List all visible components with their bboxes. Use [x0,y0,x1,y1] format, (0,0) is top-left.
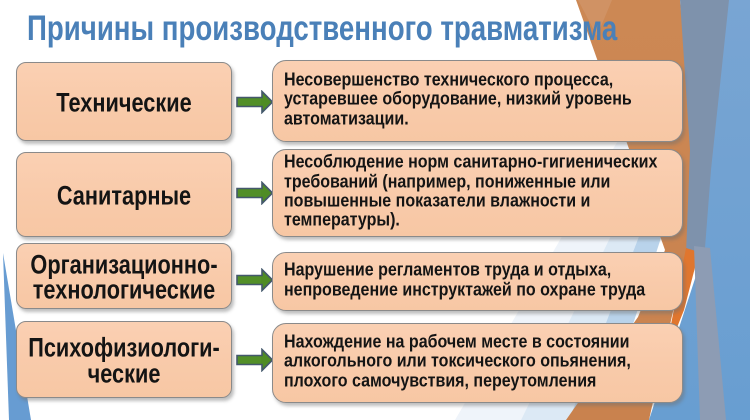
description-box-sanitary: Несоблюдение норм санитарно-гигиенически… [272,149,683,237]
category-label: Санитарные [56,180,192,211]
category-box-technical: Технические [16,62,232,141]
category-box-psychophysiological: Психофизиологи-ческие [16,321,232,398]
description-text: Нахождение на рабочем месте в состоянии … [284,331,631,391]
description-text: Нарушение регламентов труда и отдыха, не… [284,259,646,299]
description-text: Несовершенство технического процесса, ус… [284,69,632,129]
right-arrow-icon [236,90,274,114]
category-label: Технические [56,87,192,118]
slide-title: Причины производственного травматизма [27,9,618,48]
bg-grayblue-band [680,0,731,254]
bg-grayblue-bottom-wedge [694,246,726,420]
right-arrow-icon [236,348,274,372]
right-arrow-icon [236,181,274,205]
bg-blue-area [649,0,750,420]
category-label: Организационно-технологические [30,249,218,305]
bg-orange-light-wedge [578,0,612,36]
category-box-sanitary: Санитарные [16,152,232,237]
description-box-technical: Несовершенство технического процесса, ус… [272,60,683,142]
category-label: Психофизиологи-ческие [28,332,220,388]
description-text: Несоблюдение норм санитарно-гигиенически… [284,151,658,230]
category-box-organizational: Организационно-технологические [16,243,232,309]
right-arrow-icon [236,268,274,292]
description-box-organizational: Нарушение регламентов труда и отдыха, не… [272,252,683,311]
description-box-psychophysiological: Нахождение на рабочем месте в состоянии … [272,323,683,403]
